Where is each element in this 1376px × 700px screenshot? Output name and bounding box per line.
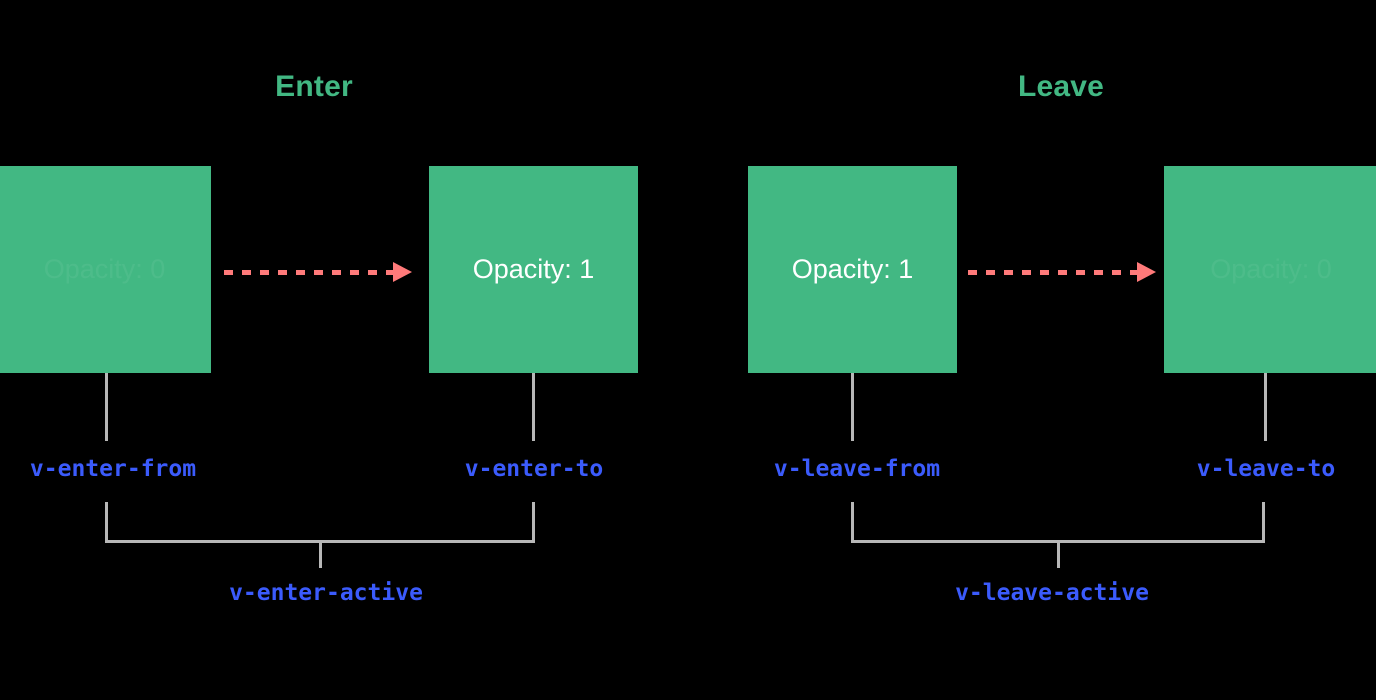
arrow-head-icon bbox=[393, 262, 412, 282]
class-label-v-leave-to: v-leave-to bbox=[1196, 456, 1336, 482]
bracket-stem bbox=[1056, 543, 1060, 568]
class-label-v-leave-active: v-leave-active bbox=[955, 580, 1149, 606]
state-box-leave-from: Opacity: 1 bbox=[748, 166, 957, 373]
bracket-stem bbox=[318, 543, 322, 568]
class-label-v-enter-to: v-enter-to bbox=[464, 456, 604, 482]
span-bracket-enter-active bbox=[105, 502, 535, 568]
bracket-bar bbox=[105, 540, 535, 543]
state-box-enter-to: Opacity: 1 bbox=[429, 166, 638, 373]
connector-tick-leave-from bbox=[851, 373, 854, 441]
dashed-arrow-right-leave bbox=[968, 262, 1156, 282]
bracket-bar bbox=[851, 540, 1265, 543]
class-label-v-leave-from: v-leave-from bbox=[773, 456, 941, 482]
phase-heading-leave: Leave bbox=[1017, 70, 1105, 103]
arrow-head-icon bbox=[1137, 262, 1156, 282]
connector-tick-enter-from bbox=[105, 373, 108, 441]
phase-heading-enter: Enter bbox=[275, 70, 353, 103]
state-box-leave-to: Opacity: 0 bbox=[1164, 166, 1376, 373]
state-box-enter-from: Opacity: 0 bbox=[0, 166, 211, 373]
state-box-label-enter-to: Opacity: 1 bbox=[472, 254, 595, 284]
state-box-label-leave-from: Opacity: 1 bbox=[791, 254, 914, 284]
arrow-shaft-icon bbox=[224, 270, 394, 275]
state-box-label-enter-from: Opacity: 0 bbox=[43, 254, 166, 284]
connector-tick-leave-to bbox=[1264, 373, 1267, 441]
state-box-label-leave-to: Opacity: 0 bbox=[1210, 254, 1332, 284]
dashed-arrow-right-enter bbox=[224, 262, 412, 282]
bracket-leg-right bbox=[1262, 502, 1265, 543]
bracket-leg-left bbox=[851, 502, 854, 543]
arrow-shaft-icon bbox=[968, 270, 1138, 275]
connector-tick-enter-to bbox=[532, 373, 535, 441]
span-bracket-leave-active bbox=[851, 502, 1265, 568]
bracket-leg-left bbox=[105, 502, 108, 543]
class-label-v-enter-from: v-enter-from bbox=[29, 456, 197, 482]
class-label-v-enter-active: v-enter-active bbox=[229, 580, 423, 606]
bracket-leg-right bbox=[532, 502, 535, 543]
